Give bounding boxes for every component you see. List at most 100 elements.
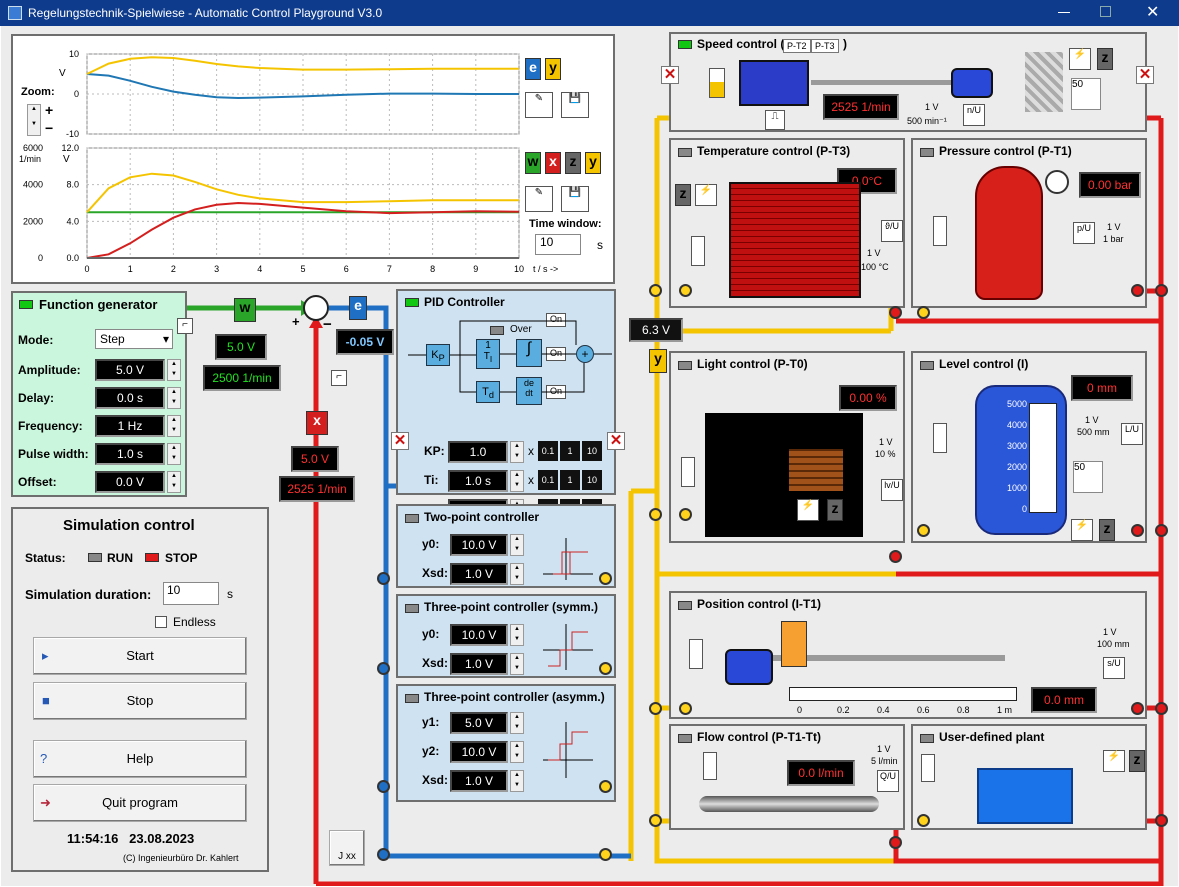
jack-x-light[interactable] bbox=[889, 550, 902, 563]
light-disturbance-icon[interactable]: ⚡ bbox=[797, 499, 819, 521]
edit-plot-icon-2[interactable]: ✎ bbox=[525, 186, 553, 212]
maximize-icon[interactable] bbox=[1100, 6, 1111, 17]
jack-x-level[interactable] bbox=[1131, 524, 1144, 537]
temp-disturbance-icon[interactable]: ⚡ bbox=[695, 184, 717, 206]
quit-button[interactable]: ➜Quit program bbox=[33, 784, 247, 822]
pid-mult-button[interactable]: 0.1 bbox=[538, 441, 558, 461]
legend-e[interactable]: e bbox=[525, 58, 541, 80]
speed-spin[interactable]: 50 bbox=[1071, 78, 1101, 110]
twopoint-row-value[interactable]: 1.0 V bbox=[450, 563, 508, 585]
close-icon[interactable]: ✕ bbox=[1146, 4, 1160, 21]
start-button[interactable]: ▸Start bbox=[33, 637, 247, 675]
time-window-input[interactable]: 10 bbox=[535, 234, 581, 255]
jack-y-pos-2[interactable] bbox=[679, 702, 692, 715]
disconnect-icon-speed-left[interactable]: ✕ bbox=[661, 66, 679, 84]
level-disturbance-icon[interactable]: ⚡ bbox=[1071, 519, 1093, 541]
pid-mult-button[interactable]: 1 bbox=[560, 441, 580, 461]
fg-row-value[interactable]: 0.0 V bbox=[95, 471, 165, 493]
legend-y[interactable]: y bbox=[585, 152, 601, 174]
threesym-row-value[interactable]: 10.0 V bbox=[450, 624, 508, 646]
fg-row-spinner[interactable]: ▲▼ bbox=[167, 359, 181, 381]
twopoint-row-value[interactable]: 10.0 V bbox=[450, 534, 508, 556]
pid-row-spinner[interactable]: ▲▼ bbox=[510, 470, 524, 492]
jack-y-temp-2[interactable] bbox=[679, 284, 692, 297]
threeasym-row-spinner[interactable]: ▲▼ bbox=[510, 741, 524, 763]
threeasym-row-spinner[interactable]: ▲▼ bbox=[510, 770, 524, 792]
pid-row-value[interactable]: 1.0 bbox=[448, 441, 508, 463]
disconnect-icon-pid-left[interactable]: ✕ bbox=[391, 432, 409, 450]
disturbance-icon[interactable]: ⚡ bbox=[1069, 48, 1091, 70]
jack-y-light-2[interactable] bbox=[679, 508, 692, 521]
disconnect-icon-speed-right[interactable]: ✕ bbox=[1136, 66, 1154, 84]
fg-row-spinner[interactable]: ▲▼ bbox=[167, 443, 181, 465]
jack-x-flow[interactable] bbox=[889, 836, 902, 849]
edit-plot-icon[interactable]: ✎ bbox=[525, 92, 553, 118]
user-disturbance-icon[interactable]: ⚡ bbox=[1103, 750, 1125, 772]
jack-x-press[interactable] bbox=[1131, 284, 1144, 297]
fg-row-value[interactable]: 5.0 V bbox=[95, 359, 165, 381]
legend-y-top[interactable]: y bbox=[545, 58, 561, 80]
threeasym-row-value[interactable]: 10.0 V bbox=[450, 741, 508, 763]
threesym-row-spinner[interactable]: ▲▼ bbox=[510, 624, 524, 646]
fg-row-value[interactable]: 0.0 s bbox=[95, 387, 165, 409]
pt2-button[interactable]: P-T2 bbox=[783, 39, 811, 53]
save-icon[interactable]: 💾 bbox=[561, 92, 589, 118]
mode-select[interactable]: Step▾ bbox=[95, 329, 173, 349]
pid-row-spinner[interactable]: ▲▼ bbox=[510, 441, 524, 463]
threeasym-row-value[interactable]: 5.0 V bbox=[450, 712, 508, 734]
fg-row-spinner[interactable]: ▲▼ bbox=[167, 471, 181, 493]
pid-mult-button[interactable]: 10 bbox=[582, 441, 602, 461]
switch-icon-fg[interactable]: ⌐ bbox=[177, 318, 193, 334]
jack-x-press-2[interactable] bbox=[1155, 284, 1168, 297]
jack-x-user[interactable] bbox=[1155, 814, 1168, 827]
duration-input[interactable]: 10 bbox=[163, 582, 219, 605]
jack-e-3a[interactable] bbox=[377, 780, 390, 793]
jack-y-2p[interactable] bbox=[599, 572, 612, 585]
pid-mult-button[interactable]: 0.1 bbox=[538, 470, 558, 490]
jack-y-bottom[interactable] bbox=[599, 848, 612, 861]
legend-w[interactable]: w bbox=[525, 152, 541, 174]
minimize-icon[interactable] bbox=[1058, 12, 1070, 13]
help-button[interactable]: ?Help bbox=[33, 740, 247, 778]
fg-row-value[interactable]: 1 Hz bbox=[95, 415, 165, 437]
jack-y-pos[interactable] bbox=[649, 702, 662, 715]
jack-y-3s[interactable] bbox=[599, 662, 612, 675]
legend-x[interactable]: x bbox=[545, 152, 561, 174]
twopoint-row-spinner[interactable]: ▲▼ bbox=[510, 563, 524, 585]
jack-y-level[interactable] bbox=[917, 524, 930, 537]
jack-y-light[interactable] bbox=[649, 508, 662, 521]
zoom-spinner[interactable]: ▲▼ bbox=[27, 104, 41, 136]
jack-y-temp[interactable] bbox=[649, 284, 662, 297]
jack-y-user[interactable] bbox=[917, 814, 930, 827]
jack-y-3a[interactable] bbox=[599, 780, 612, 793]
zoom-minus[interactable]: − bbox=[45, 120, 54, 136]
user-editor-icon[interactable] bbox=[977, 768, 1073, 824]
switch-icon-x[interactable]: ⌐ bbox=[331, 370, 347, 386]
pt3-button[interactable]: P-T3 bbox=[811, 39, 839, 53]
jxx-button[interactable]: J xx bbox=[329, 830, 365, 866]
jack-x-pos[interactable] bbox=[1131, 702, 1144, 715]
stop-button[interactable]: ■Stop bbox=[33, 682, 247, 720]
save-icon-2[interactable]: 💾 bbox=[561, 186, 589, 212]
fg-row-value[interactable]: 1.0 s bbox=[95, 443, 165, 465]
legend-z[interactable]: z bbox=[565, 152, 581, 174]
jack-y-press[interactable] bbox=[917, 306, 930, 319]
disconnect-icon-pid-right[interactable]: ✕ bbox=[607, 432, 625, 450]
pid-mult-button[interactable]: 10 bbox=[582, 470, 602, 490]
pid-row-value[interactable]: 1.0 s bbox=[448, 470, 508, 492]
endless-checkbox[interactable] bbox=[155, 616, 167, 628]
jack-x-level-2[interactable] bbox=[1155, 524, 1168, 537]
level-spin[interactable]: 50 bbox=[1073, 461, 1103, 493]
twopoint-row-spinner[interactable]: ▲▼ bbox=[510, 534, 524, 556]
threeasym-row-value[interactable]: 1.0 V bbox=[450, 770, 508, 792]
fg-row-spinner[interactable]: ▲▼ bbox=[167, 387, 181, 409]
threesym-row-spinner[interactable]: ▲▼ bbox=[510, 653, 524, 675]
jack-e-3s[interactable] bbox=[377, 662, 390, 675]
jack-y-flow[interactable] bbox=[649, 814, 662, 827]
zoom-plus[interactable]: + bbox=[45, 102, 54, 118]
fg-row-spinner[interactable]: ▲▼ bbox=[167, 415, 181, 437]
jack-x-temp[interactable] bbox=[889, 306, 902, 319]
threeasym-row-spinner[interactable]: ▲▼ bbox=[510, 712, 524, 734]
jack-e-bottom[interactable] bbox=[377, 848, 390, 861]
threesym-row-value[interactable]: 1.0 V bbox=[450, 653, 508, 675]
